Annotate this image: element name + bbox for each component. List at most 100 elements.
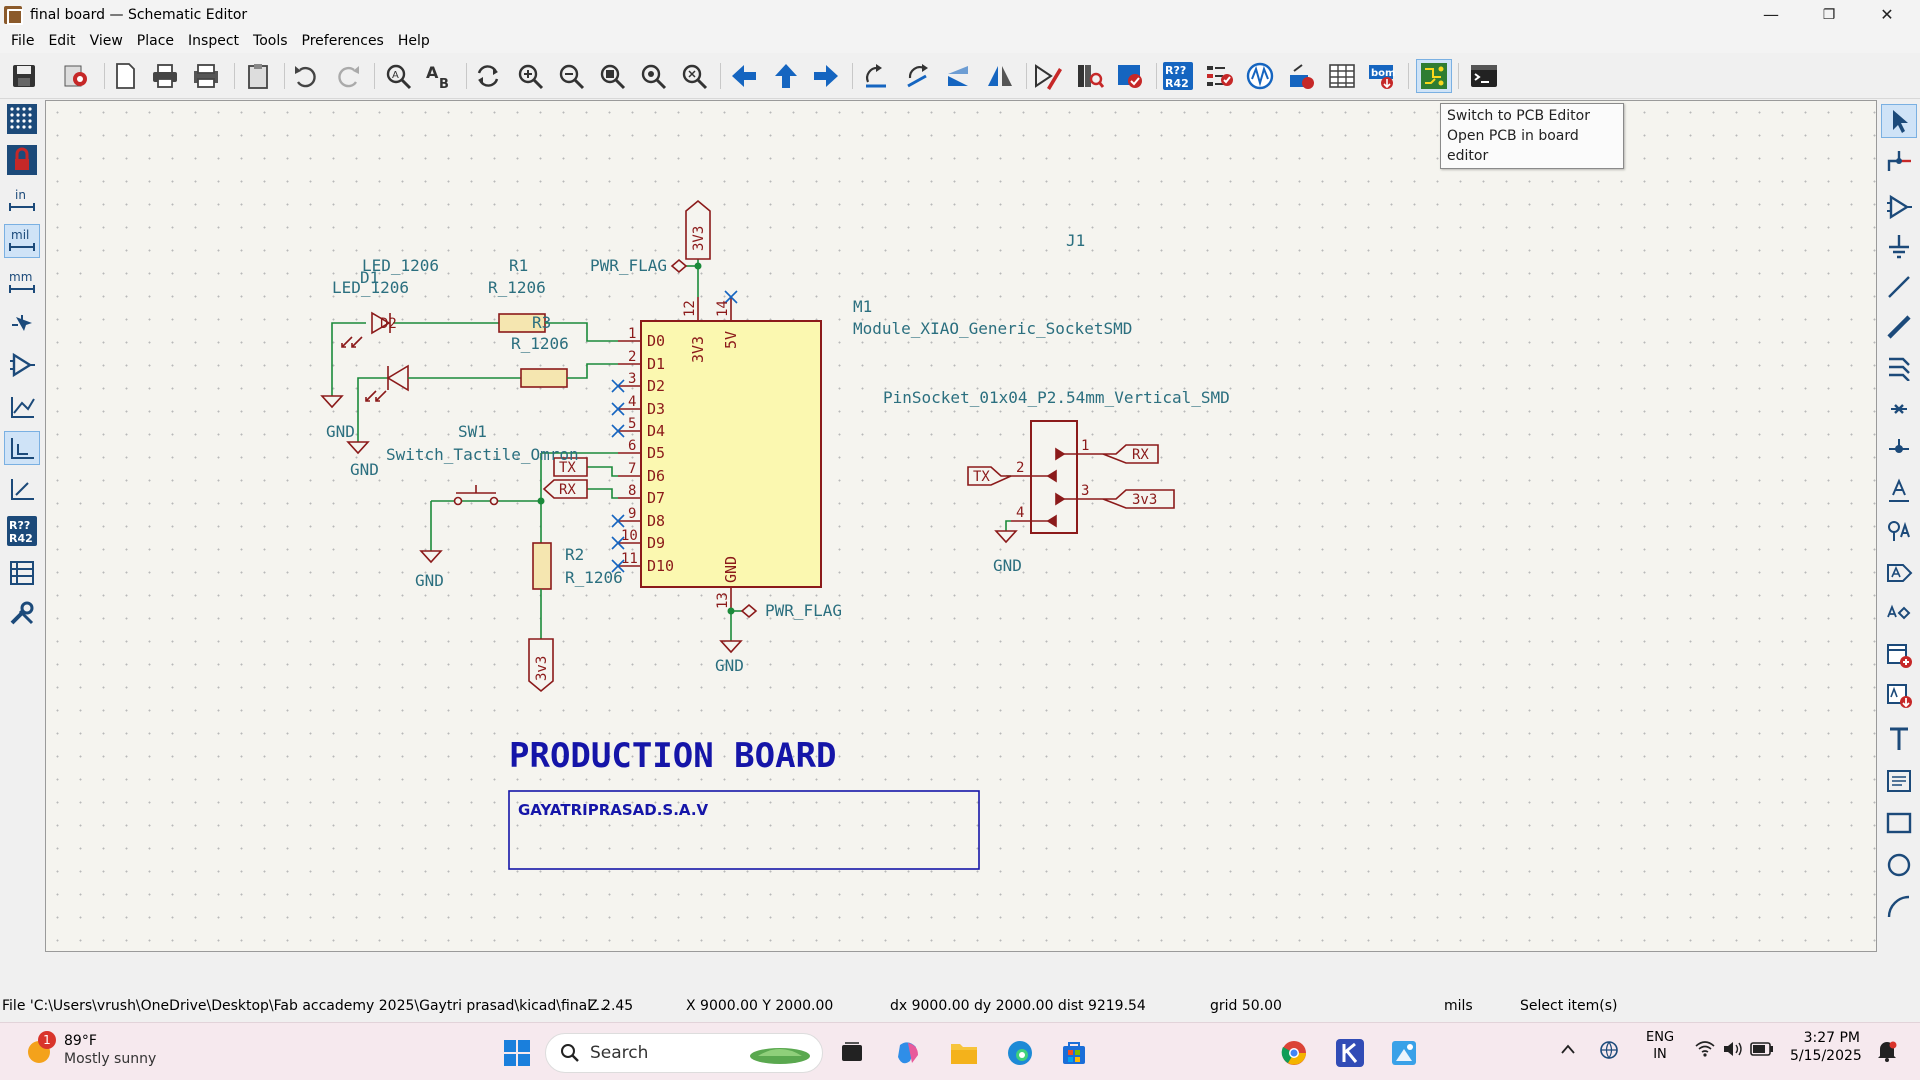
add-arc-icon[interactable] [1881,890,1917,924]
weather-widget[interactable]: 1 89°F Mostly sunny [24,1031,174,1073]
units-inches-icon[interactable]: in [4,184,40,218]
save-icon[interactable] [6,59,42,93]
wifi-icon[interactable] [1694,1039,1716,1063]
units-mils-icon[interactable]: mil [4,224,40,258]
print-icon[interactable] [147,59,183,93]
properties-tools-icon[interactable] [4,596,40,630]
show-hidden-icons-icon[interactable] [1560,1041,1576,1060]
scripting-console-icon[interactable] [1466,59,1502,93]
units-mm-icon[interactable]: mm [4,266,40,300]
annotate-check-icon[interactable] [1112,59,1148,93]
menu-place[interactable]: Place [136,33,175,49]
switch-to-pcb-editor-icon[interactable] [1416,59,1452,93]
battery-icon[interactable] [1750,1041,1774,1061]
start-menu-icon[interactable] [497,1033,537,1073]
rotate-ccw-icon[interactable] [858,59,894,93]
plot-icon[interactable] [188,59,224,93]
volume-icon[interactable] [1722,1039,1744,1063]
add-global-label-icon[interactable] [1881,556,1917,590]
page-settings-icon[interactable] [107,59,143,93]
find-icon[interactable]: A [380,59,416,93]
select-cursor-icon[interactable] [1881,104,1917,138]
import-sheet-pin-icon[interactable] [1881,678,1917,712]
taskbar-search-box[interactable]: Search [545,1033,823,1073]
maximize-button[interactable]: ❐ [1822,6,1836,23]
language-indicator[interactable]: ENG IN [1646,1029,1674,1063]
grid-toggle-icon[interactable] [4,102,40,136]
clock[interactable]: 3:27 PM 5/15/2025 [1790,1029,1862,1065]
full-crosshair-cursor-icon[interactable] [4,308,40,342]
symbol-editor-icon[interactable] [1030,59,1066,93]
symbol-fields-table-icon[interactable] [1324,59,1360,93]
erc-icon[interactable] [1202,59,1238,93]
refresh-icon[interactable] [470,59,506,93]
redo-icon[interactable] [330,59,366,93]
copilot-icon[interactable] [888,1033,928,1073]
menu-edit[interactable]: Edit [48,33,76,49]
grid-override-lock-icon[interactable] [4,143,40,177]
mirror-horizontal-icon[interactable] [982,59,1018,93]
add-power-icon[interactable] [1881,230,1917,264]
annotate-icon[interactable]: R??R42 [1160,59,1196,93]
symbol-library-browser-icon[interactable] [1072,59,1108,93]
line-mode-90-icon[interactable] [4,431,40,465]
notifications-icon[interactable] [1876,1039,1898,1067]
network-globe-icon[interactable] [1598,1039,1620,1065]
close-button[interactable]: ✕ [1880,5,1894,24]
kicad-taskbar-icon[interactable] [1330,1033,1370,1073]
edge-browser-icon[interactable] [1000,1033,1040,1073]
navigate-up-icon[interactable] [768,59,804,93]
add-sheet-icon[interactable] [1881,638,1917,672]
show-hidden-pins-icon[interactable] [4,348,40,382]
mirror-vertical-icon[interactable] [940,59,976,93]
hierarchy-navigator-icon[interactable] [4,556,40,590]
rotate-cw-icon[interactable] [900,59,936,93]
add-net-class-directive-icon[interactable] [1881,514,1917,548]
gnd-label-sw1: GND [415,571,444,590]
highlight-net-icon[interactable] [1881,144,1917,178]
microsoft-store-icon[interactable] [1054,1033,1094,1073]
add-bus-entry-icon[interactable] [1881,350,1917,384]
add-rectangle-icon[interactable] [1881,806,1917,840]
zoom-objects-icon[interactable] [635,59,671,93]
navigate-forward-icon[interactable] [808,59,844,93]
menu-file[interactable]: File [11,33,35,49]
file-explorer-icon[interactable] [944,1033,984,1073]
menu-preferences[interactable]: Preferences [301,33,384,49]
add-hierarchical-label-icon[interactable] [1881,596,1917,630]
paint-app-icon[interactable] [1384,1033,1424,1073]
minimize-button[interactable]: — [1763,5,1779,24]
add-circle-icon[interactable] [1881,848,1917,882]
menu-tools[interactable]: Tools [253,33,288,49]
add-symbol-icon[interactable] [1881,190,1917,224]
line-mode-free-icon[interactable] [4,390,40,424]
annotation-display-icon[interactable]: R??R42 [4,514,40,548]
add-text-icon[interactable] [1881,722,1917,756]
menu-view[interactable]: View [89,33,123,49]
simulator-icon[interactable] [1242,59,1278,93]
task-view-icon[interactable] [832,1033,872,1073]
paste-icon[interactable] [240,59,276,93]
schematic-canvas[interactable]: LED_1206 D1 LED_1206 D2 R1 R_1206 R3 R_1… [45,100,1877,952]
svg-text:in: in [15,188,26,202]
undo-icon[interactable] [288,59,324,93]
add-junction-icon[interactable] [1881,432,1917,466]
menu-inspect[interactable]: Inspect [188,33,240,49]
menu-help[interactable]: Help [397,33,430,49]
add-bus-icon[interactable] [1881,310,1917,344]
zoom-selection-icon[interactable] [676,59,712,93]
chrome-browser-icon[interactable] [1274,1033,1314,1073]
add-textbox-icon[interactable] [1881,764,1917,798]
navigate-back-icon[interactable] [726,59,762,93]
zoom-fit-icon[interactable] [594,59,630,93]
zoom-in-icon[interactable] [512,59,548,93]
line-mode-45-icon[interactable] [4,472,40,506]
add-label-icon[interactable] [1881,474,1917,508]
schematic-setup-icon[interactable] [58,59,94,93]
add-wire-icon[interactable] [1881,270,1917,304]
no-connect-icon[interactable] [1881,392,1917,426]
footprint-assignment-icon[interactable] [1283,59,1319,93]
bom-icon[interactable]: bom [1364,59,1400,93]
zoom-out-icon[interactable] [553,59,589,93]
